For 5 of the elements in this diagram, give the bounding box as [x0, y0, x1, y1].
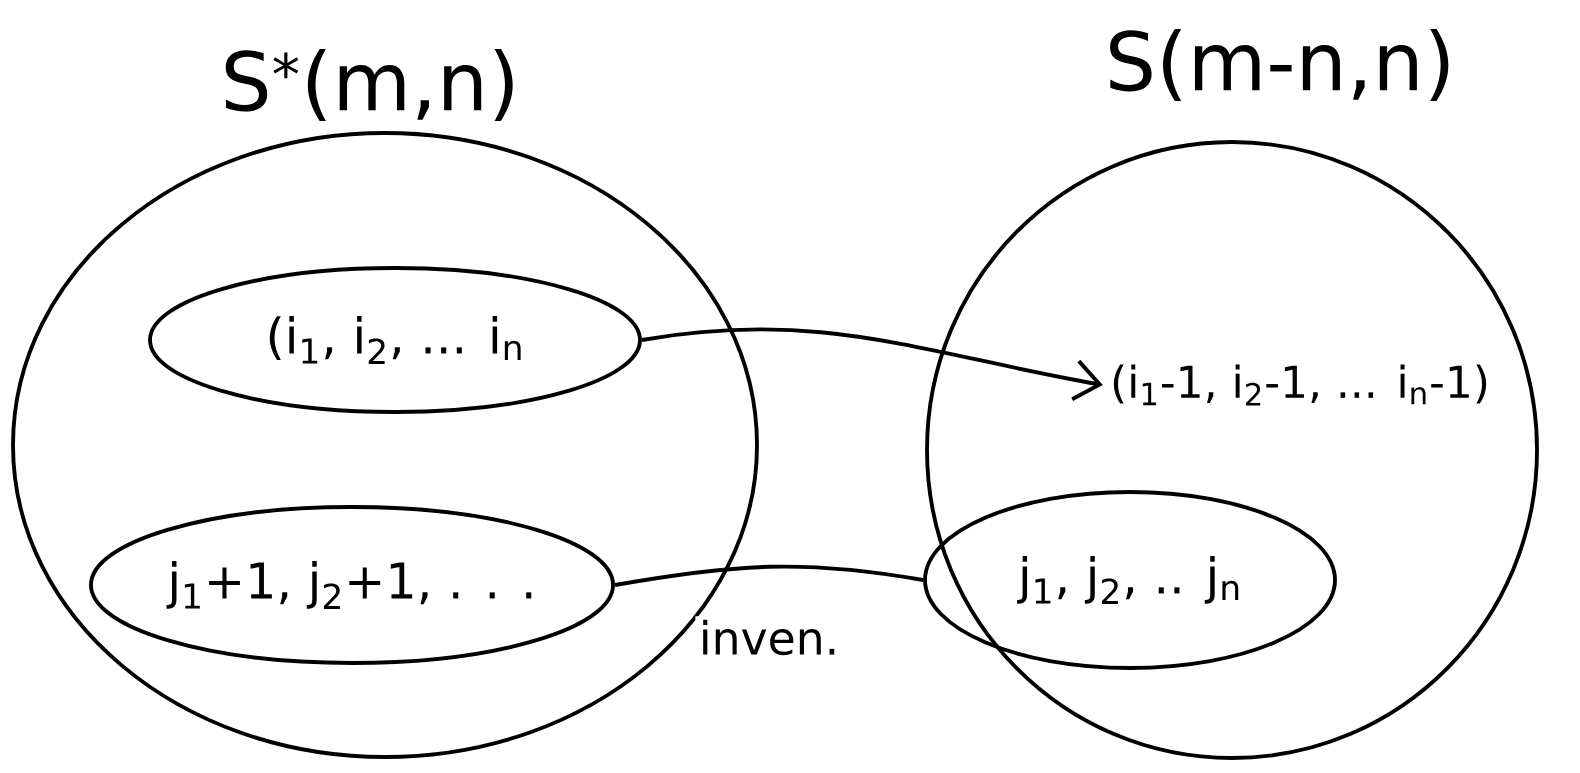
tuple-text: (i$_{1}$-1, i$_{2}$-1, ... i$_{n}$-1)	[1113, 364, 1487, 406]
arrow	[641, 327, 1103, 401]
set-heading: S$^{*}$(m,n)	[225, 49, 513, 121]
set-heading: S(m-n,n)	[1110, 29, 1449, 101]
edge-label: inven.	[695, 616, 843, 659]
